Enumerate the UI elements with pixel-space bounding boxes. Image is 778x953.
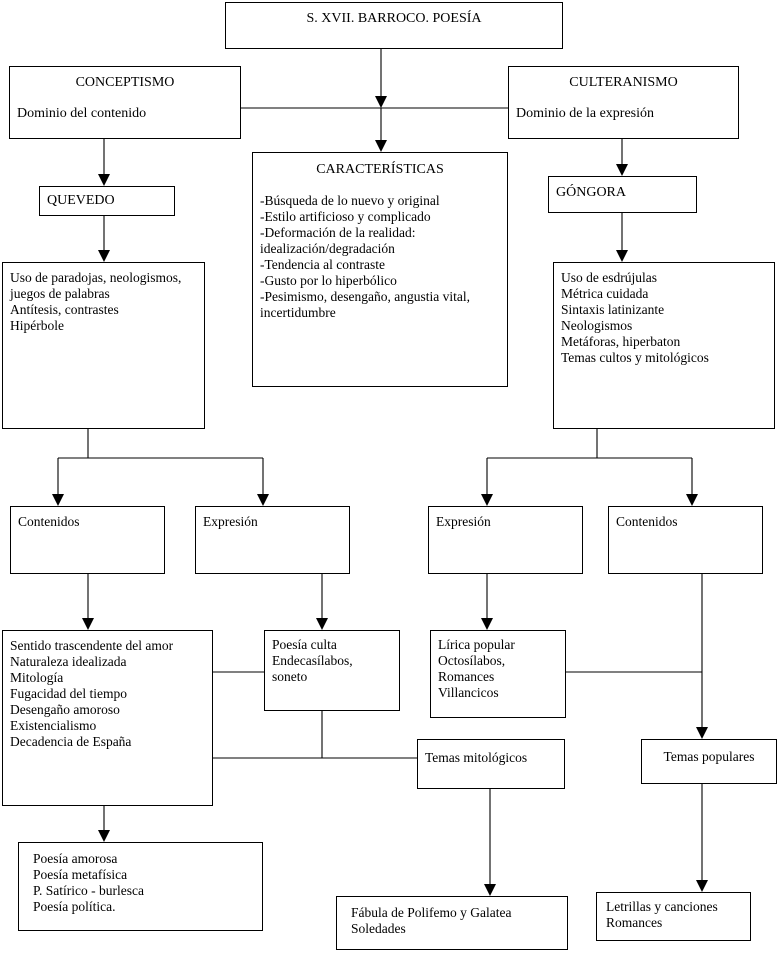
poesia-culta-items: Poesía culta Endecasílabos, soneto xyxy=(272,637,353,684)
box-gongora-contenidos[interactable]: Contenidos xyxy=(608,506,763,574)
conceptismo-heading: CONCEPTISMO xyxy=(75,75,175,90)
temas-populares-label: Temas populares xyxy=(663,749,755,764)
box-conceptismo[interactable]: CONCEPTISMO Dominio del contenido xyxy=(9,66,241,139)
box-quevedo-expresion[interactable]: Expresión xyxy=(195,506,350,574)
lirica-popular-items: Lírica popular Octosílabos, Romances Vil… xyxy=(438,637,515,700)
box-quevedo-obras[interactable]: Poesía amorosa Poesía metafísica P. Satí… xyxy=(18,842,263,931)
box-quevedo-rasgos[interactable]: Uso de paradojas, neologismos, juegos de… xyxy=(2,262,205,429)
caracteristicas-heading: CARACTERÍSTICAS xyxy=(316,162,444,177)
quevedo-obras-items: Poesía amorosa Poesía metafísica P. Satí… xyxy=(33,851,144,914)
box-gongora-rasgos[interactable]: Uso de esdrújulas Métrica cuidada Sintax… xyxy=(553,262,775,429)
gongora-rasgos-items: Uso de esdrújulas Métrica cuidada Sintax… xyxy=(561,270,709,365)
conceptismo-subtitle: Dominio del contenido xyxy=(17,106,147,121)
box-culteranismo[interactable]: CULTERANISMO Dominio de la expresión xyxy=(508,66,739,139)
box-gongora[interactable]: GÓNGORA xyxy=(548,176,697,213)
quevedo-temas-items: Sentido trascendente del amor Naturaleza… xyxy=(10,638,174,749)
box-quevedo-contenidos[interactable]: Contenidos xyxy=(10,506,165,574)
gongora-contenidos-label: Contenidos xyxy=(616,514,678,529)
caracteristicas-items: -Búsqueda de lo nuevo y original -Estilo… xyxy=(260,193,470,320)
quevedo-expresion-label: Expresión xyxy=(203,514,258,529)
box-poesia-culta[interactable]: Poesía culta Endecasílabos, soneto xyxy=(264,630,400,711)
box-gongora-obras-cultas[interactable]: Fábula de Polifemo y Galatea Soledades xyxy=(336,896,568,950)
box-temas-mitologicos[interactable]: Temas mitológicos xyxy=(417,739,565,789)
culteranismo-heading: CULTERANISMO xyxy=(569,75,678,90)
box-title[interactable]: S. XVII. BARROCO. POESÍA xyxy=(225,2,563,49)
quevedo-label: QUEVEDO xyxy=(47,193,115,208)
box-quevedo-temas[interactable]: Sentido trascendente del amor Naturaleza… xyxy=(2,630,213,806)
culteranismo-subtitle: Dominio de la expresión xyxy=(516,106,655,121)
gongora-label: GÓNGORA xyxy=(556,185,626,200)
box-caracteristicas[interactable]: CARACTERÍSTICAS -Búsqueda de lo nuevo y … xyxy=(252,152,508,387)
gongora-obras-populares-items: Letrillas y canciones Romances xyxy=(606,899,718,930)
box-lirica-popular[interactable]: Lírica popular Octosílabos, Romances Vil… xyxy=(430,630,566,718)
box-temas-populares[interactable]: Temas populares xyxy=(641,739,777,784)
title-label: S. XVII. BARROCO. POESÍA xyxy=(306,11,482,26)
temas-mitologicos-label: Temas mitológicos xyxy=(425,750,528,765)
box-quevedo[interactable]: QUEVEDO xyxy=(39,186,175,216)
gongora-expresion-label: Expresión xyxy=(436,514,491,529)
quevedo-rasgos-items: Uso de paradojas, neologismos, juegos de… xyxy=(10,270,182,333)
box-gongora-obras-populares[interactable]: Letrillas y canciones Romances xyxy=(596,892,751,941)
box-gongora-expresion[interactable]: Expresión xyxy=(428,506,583,574)
quevedo-contenidos-label: Contenidos xyxy=(18,514,80,529)
gongora-obras-cultas-items: Fábula de Polifemo y Galatea Soledades xyxy=(351,905,512,936)
